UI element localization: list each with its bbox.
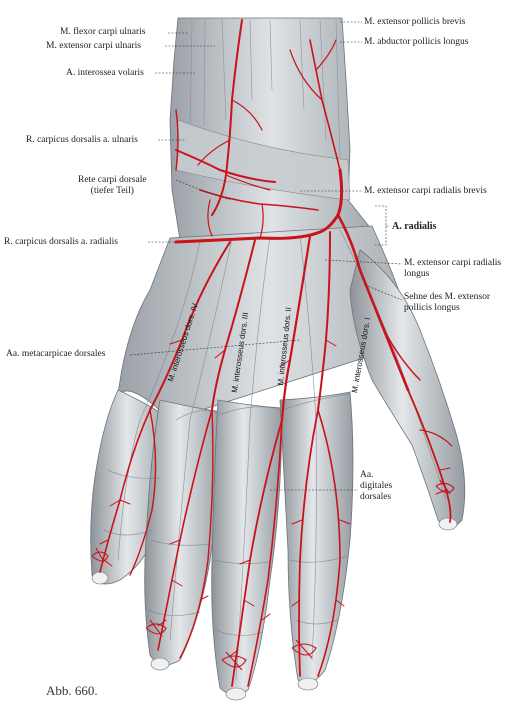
label-rete-carpi-dorsale: Rete carpi dorsale (tiefer Teil) bbox=[78, 175, 147, 196]
label-sehne-extensor-pollicis-longus: Sehne des M. extensor pollicis longus bbox=[404, 292, 491, 313]
label-carpicus-dorsalis-ulnaris: R. carpicus dorsalis a. ulnaris bbox=[26, 135, 138, 145]
label-carpicus-dorsalis-radialis: R. carpicus dorsalis a. radialis bbox=[4, 237, 118, 247]
label-extensor-carpi-ulnaris: M. extensor carpi ulnaris bbox=[46, 41, 141, 51]
label-extensor-carpi-radialis-longus: M. extensor carpi radialis longus bbox=[404, 258, 502, 279]
label-metacarpicae-dorsales: Aa. metacarpicae dorsales bbox=[6, 349, 106, 359]
artery-network bbox=[99, 19, 453, 687]
hand-back-shape bbox=[117, 225, 421, 421]
figure-caption: Abb. 660. bbox=[46, 683, 98, 698]
label-abductor-pollicis-longus: M. abductor pollicis longus bbox=[364, 37, 469, 47]
label-interossea-volaris: A. interossea volaris bbox=[66, 68, 144, 78]
label-a-radialis: A. radialis bbox=[392, 221, 437, 232]
label-flexor-carpi-ulnaris: M. flexor carpi ulnaris bbox=[60, 27, 146, 37]
label-extensor-carpi-radialis-brevis: M. extensor carpi radialis brevis bbox=[364, 186, 487, 196]
label-extensor-pollicis-brevis: M. extensor pollicis brevis bbox=[364, 17, 466, 27]
leader-lines bbox=[129, 21, 403, 491]
label-digitales-dorsales: Aa. digitales dorsales bbox=[360, 470, 393, 502]
